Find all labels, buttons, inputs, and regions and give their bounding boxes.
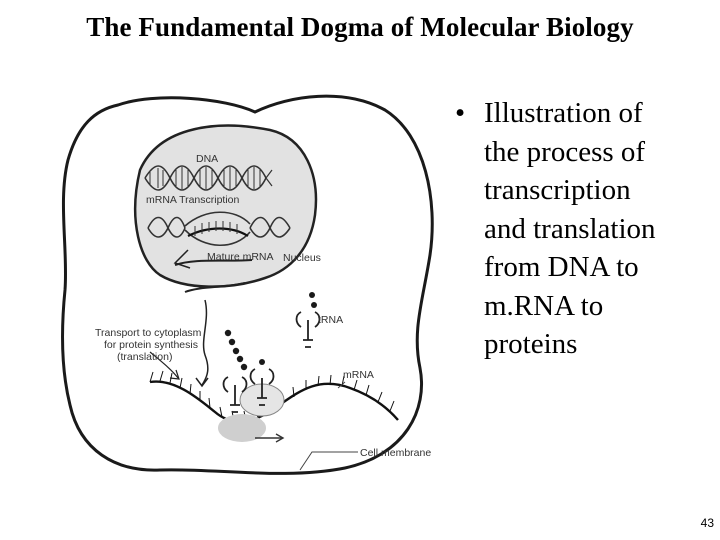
label-trna: tRNA (318, 314, 343, 326)
label-transport-line2: for protein synthesis (104, 339, 198, 351)
slide-number: 43 (700, 516, 714, 530)
label-transport-line1: Transport to cytoplasm (95, 327, 202, 339)
transcription-bubble (147, 211, 291, 247)
trna-molecule (222, 311, 321, 413)
label-dna: DNA (196, 153, 218, 165)
label-mrna: mRNA (343, 369, 374, 381)
mature-mrna-arrow (173, 249, 191, 269)
slide-title: The Fundamental Dogma of Molecular Biolo… (86, 12, 634, 42)
transport-arrow (201, 299, 209, 386)
amino-acid-chain (224, 292, 317, 371)
label-transport-line3: (translation) (117, 351, 172, 363)
label-nucleus: Nucleus (283, 252, 321, 264)
mature-mrna-strand (174, 259, 253, 266)
bullet-symbol: • (455, 97, 466, 129)
label-line-mrna (337, 381, 346, 389)
label-mrna-transcription: mRNA Transcription (146, 194, 240, 206)
ribosome-small-subunit (218, 414, 266, 442)
label-mature-mrna: Mature mRNA (207, 251, 274, 263)
label-line-cell-membrane (299, 451, 358, 471)
dna-helix (144, 165, 273, 191)
label-cell-membrane: Cell membrane (360, 447, 431, 459)
exported-mrna (184, 282, 246, 293)
